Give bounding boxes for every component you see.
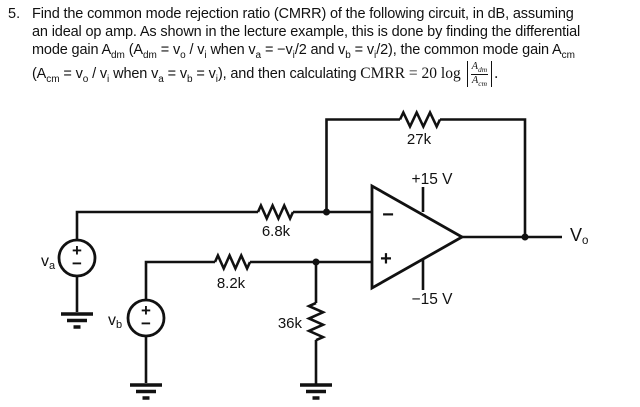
source-b-plus-icon: +: [141, 301, 151, 320]
opamp-triangle: [370, 183, 465, 291]
numerator-symbol: A: [471, 61, 479, 72]
source-b-minus-icon: −: [141, 314, 151, 333]
problem-statement: 5. Find the common mode rejection ratio …: [8, 5, 580, 87]
inverting-resistor-label: 6.8k: [262, 223, 291, 240]
noninverting-resistor-zigzag: [213, 252, 252, 272]
fraction-numerator: Adm: [470, 61, 489, 75]
feedback-resistor-zigzag: [398, 109, 442, 130]
ground-icon-source-a: [61, 312, 93, 329]
source-a-minus-icon: −: [72, 254, 82, 273]
source-a-plus-icon: +: [72, 241, 82, 260]
source-a-top-wire: [75, 210, 258, 240]
shunt-resistor-label: 36k: [278, 315, 303, 332]
problem-line-4: (Acm = vo / vi when va = vb = vi), and t…: [32, 61, 580, 87]
denominator-symbol: A: [471, 75, 479, 87]
problem-line-1: Find the common mode rejection ratio (CM…: [32, 6, 574, 22]
problem-text: Find the common mode rejection ratio (CM…: [32, 5, 580, 87]
opamp-minus-icon: −: [382, 204, 394, 226]
ground-icon-shunt: [300, 383, 332, 400]
cmrr-equation-lhs: CMRR = 20 log: [360, 65, 465, 83]
problem-line-2: an ideal op amp. As shown in the lecture…: [32, 24, 581, 40]
positive-supply-label: +15 V: [412, 171, 454, 188]
problem-line-3: mode gain Adm (Adm = vo / vi when va = −…: [32, 42, 575, 61]
feedback-right-wire: [440, 118, 527, 237]
output-label: Vo: [570, 225, 588, 247]
problem-line-4-text: (Acm = vo / vi when va = vb = vi), and t…: [32, 66, 361, 85]
numerator-subscript: dm: [478, 65, 488, 75]
equation-period: .: [494, 65, 499, 83]
denominator-subscript: cm: [478, 79, 487, 89]
source-b-label: vb: [108, 312, 122, 331]
source-a-label: va: [41, 253, 56, 272]
ground-icon-source-b: [130, 383, 162, 400]
negative-supply-label: −15 V: [412, 291, 454, 308]
problem-number: 5.: [8, 6, 21, 22]
junction-dot-inverting: [323, 208, 330, 216]
fraction-denominator: Acm: [471, 75, 487, 89]
opamp-plus-icon: +: [380, 248, 392, 270]
inverting-resistor-zigzag: [256, 202, 295, 222]
feedback-left-wire: [325, 118, 400, 212]
source-b-top-wire: [144, 260, 215, 300]
shunt-resistor-zigzag: [305, 301, 327, 342]
feedback-resistor-label: 27k: [407, 131, 432, 148]
noninverting-resistor-label: 8.2k: [217, 275, 246, 292]
junction-dot-output: [521, 233, 529, 241]
junction-dot-noninverting: [312, 258, 320, 266]
